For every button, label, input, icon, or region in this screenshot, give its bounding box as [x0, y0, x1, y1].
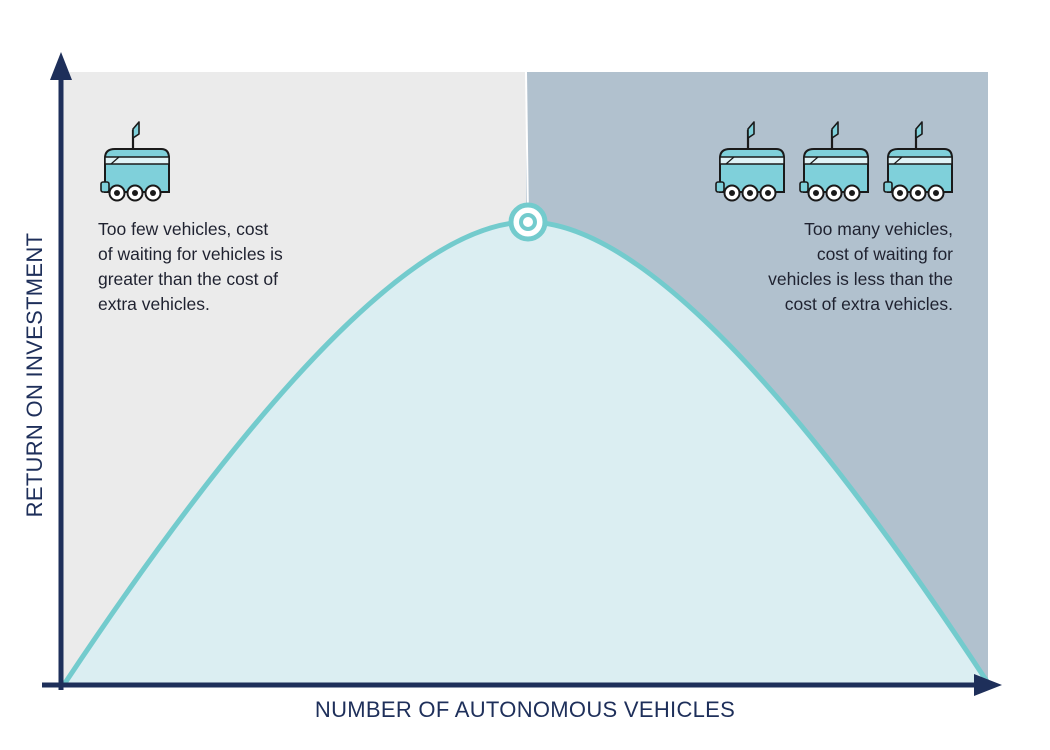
x-axis — [42, 674, 1002, 696]
y-axis-label: RETURN ON INVESTMENT — [22, 232, 47, 518]
right-text-line: vehicles is less than the — [768, 269, 953, 289]
peak-circle-icon — [508, 202, 548, 242]
left-region-description: Too few vehicles, cost of waiting for ve… — [98, 217, 283, 317]
right-region-description: Too many vehicles, cost of waiting for v… — [768, 217, 953, 317]
right-text-line: cost of waiting for — [816, 244, 953, 264]
left-text-line: Too few vehicles, cost — [98, 219, 269, 239]
y-axis — [50, 52, 72, 690]
left-text-line: greater than the cost of — [98, 269, 278, 289]
right-text-line: Too many vehicles, — [804, 219, 953, 239]
left-text-line: extra vehicles. — [98, 294, 210, 314]
region-divider — [525, 71, 529, 221]
roi-curve-fill — [65, 222, 988, 683]
x-axis-label: NUMBER OF AUTONOMOUS VEHICLES — [314, 697, 736, 722]
right-text-line: cost of extra vehicles. — [784, 294, 953, 314]
left-text-line: of waiting for vehicles is — [98, 244, 283, 264]
